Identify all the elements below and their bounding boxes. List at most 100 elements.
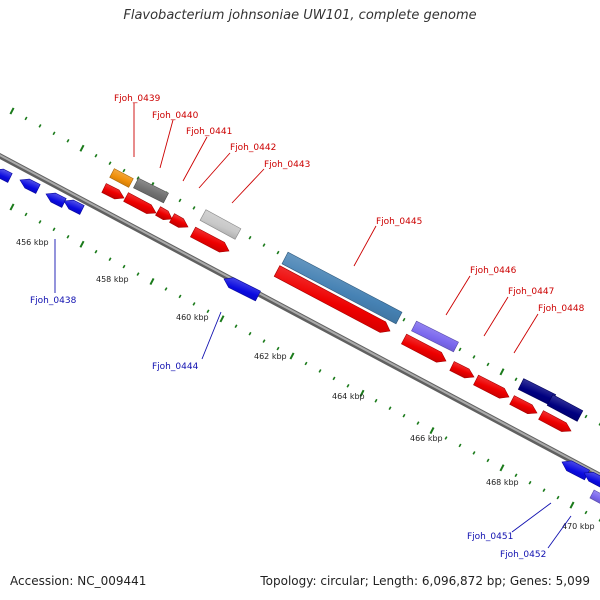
gene-leader-line: [511, 502, 552, 533]
outer-tick-mark: [24, 116, 28, 121]
forward-gene: [273, 265, 391, 333]
genome-summary-text: Topology: circular; Length: 6,096,872 bp…: [260, 574, 590, 588]
gene-label: Fjoh_0445: [376, 217, 422, 227]
inner-tick-mark: [458, 443, 462, 448]
outer-tick-mark: [192, 206, 196, 210]
gene-leader-line: [182, 136, 208, 182]
outer-tick-mark: [38, 124, 42, 128]
forward-gene: [473, 374, 510, 399]
inner-tick-mark: [332, 376, 336, 381]
reverse-gene: [223, 277, 261, 302]
inner-tick-mark: [206, 309, 210, 314]
inner-tick-mark: [248, 331, 252, 336]
orange-gene-block: [109, 168, 134, 188]
inner-tick-mark: [514, 473, 518, 478]
inner-tick-mark: [598, 518, 600, 522]
gene-leader-line: [159, 119, 174, 169]
outer-tick-mark: [94, 153, 98, 158]
reverse-gene: [561, 460, 590, 481]
gene-label: Fjoh_0447: [508, 287, 554, 297]
gene-label: Fjoh_0441: [186, 127, 232, 137]
scale-label: 468 kbp: [486, 478, 519, 487]
reverse-gene: [19, 178, 41, 194]
slate-gene-block: [589, 489, 600, 504]
gene-label: Fjoh_0448: [538, 304, 585, 314]
inner-tick-mark: [374, 398, 378, 403]
inner-tick-mark: [24, 212, 28, 217]
gene-leader-line: [483, 296, 509, 337]
inner-tick-mark: [136, 272, 140, 276]
inner-tick-mark: [178, 294, 182, 299]
inner-tick-mark: [444, 436, 448, 440]
forward-gene: [449, 361, 475, 379]
inner-tick-mark: [149, 277, 155, 286]
gene-label: Fjoh_0444: [152, 362, 199, 372]
inner-tick-mark: [359, 389, 365, 397]
gene-label: Fjoh_0438: [30, 296, 77, 306]
forward-gene: [509, 395, 538, 415]
outer-tick-mark: [248, 235, 252, 240]
inner-tick-mark: [346, 384, 350, 388]
inner-tick-mark: [388, 406, 392, 410]
forward-gene: [123, 192, 157, 214]
inner-tick-mark: [499, 464, 505, 472]
outer-tick-mark: [584, 414, 588, 419]
scale-label: 464 kbp: [332, 392, 365, 401]
gene-label: Fjoh_0451: [467, 532, 513, 542]
inner-tick-mark: [318, 369, 322, 373]
gene-leader-line: [201, 311, 222, 360]
inner-tick-mark: [79, 240, 85, 248]
accession-text: Accession: NC_009441: [10, 574, 147, 588]
gene-label: Fjoh_0440: [152, 111, 199, 121]
forward-gene: [155, 206, 173, 221]
outer-tick-mark: [276, 250, 280, 255]
outer-tick-mark: [108, 161, 112, 165]
outer-tick-mark: [178, 198, 182, 203]
inner-tick-mark: [486, 458, 490, 463]
gene-leader-line: [231, 168, 265, 204]
outer-tick-mark: [499, 368, 505, 376]
outer-tick-mark: [122, 168, 126, 173]
outer-tick-mark: [402, 317, 406, 322]
gene-leader-line: [445, 275, 471, 316]
inner-tick-mark: [219, 315, 225, 323]
scale-label: 456 kbp: [16, 238, 49, 247]
inner-tick-mark: [429, 427, 435, 435]
inner-tick-mark: [66, 235, 70, 239]
inner-tick-mark: [528, 480, 532, 485]
outer-tick-mark: [458, 347, 462, 352]
reverse-gene: [63, 199, 85, 215]
outer-tick-mark: [486, 362, 490, 367]
inner-tick-mark: [542, 488, 546, 492]
steelblue-gene-block: [281, 251, 403, 325]
inner-tick-mark: [234, 324, 238, 328]
map-title: Flavobacterium johnsoniae UW101, complet…: [123, 8, 477, 23]
silver-gene-block: [199, 209, 242, 240]
inner-tick-mark: [122, 264, 126, 269]
inner-tick-mark: [38, 220, 42, 224]
gene-label: Fjoh_0452: [500, 550, 546, 560]
scale-label: 462 kbp: [254, 352, 287, 361]
outer-tick-mark: [79, 144, 85, 152]
scale-label: 470 kbp: [562, 522, 595, 531]
outer-tick-mark: [9, 107, 15, 115]
gray-gene-block: [133, 177, 169, 204]
inner-tick-mark: [416, 421, 420, 425]
scale-label: 460 kbp: [176, 313, 209, 322]
inner-tick-mark: [472, 451, 476, 455]
navy-gene-block: [517, 378, 557, 406]
inner-tick-mark: [192, 302, 196, 306]
outer-tick-mark: [514, 377, 518, 382]
gene-leader-line: [353, 225, 377, 267]
forward-gene: [400, 333, 447, 363]
inner-tick-mark: [289, 352, 295, 360]
outer-tick-mark: [52, 131, 56, 136]
gene-label: Fjoh_0439: [114, 94, 161, 104]
inner-tick-mark: [9, 203, 15, 211]
forward-gene: [538, 410, 572, 432]
gene-label: Fjoh_0446: [470, 266, 517, 276]
navy-gene-block: [546, 394, 584, 422]
inner-tick-mark: [584, 510, 588, 515]
inner-tick-mark: [304, 361, 308, 366]
inner-tick-mark: [164, 287, 168, 291]
